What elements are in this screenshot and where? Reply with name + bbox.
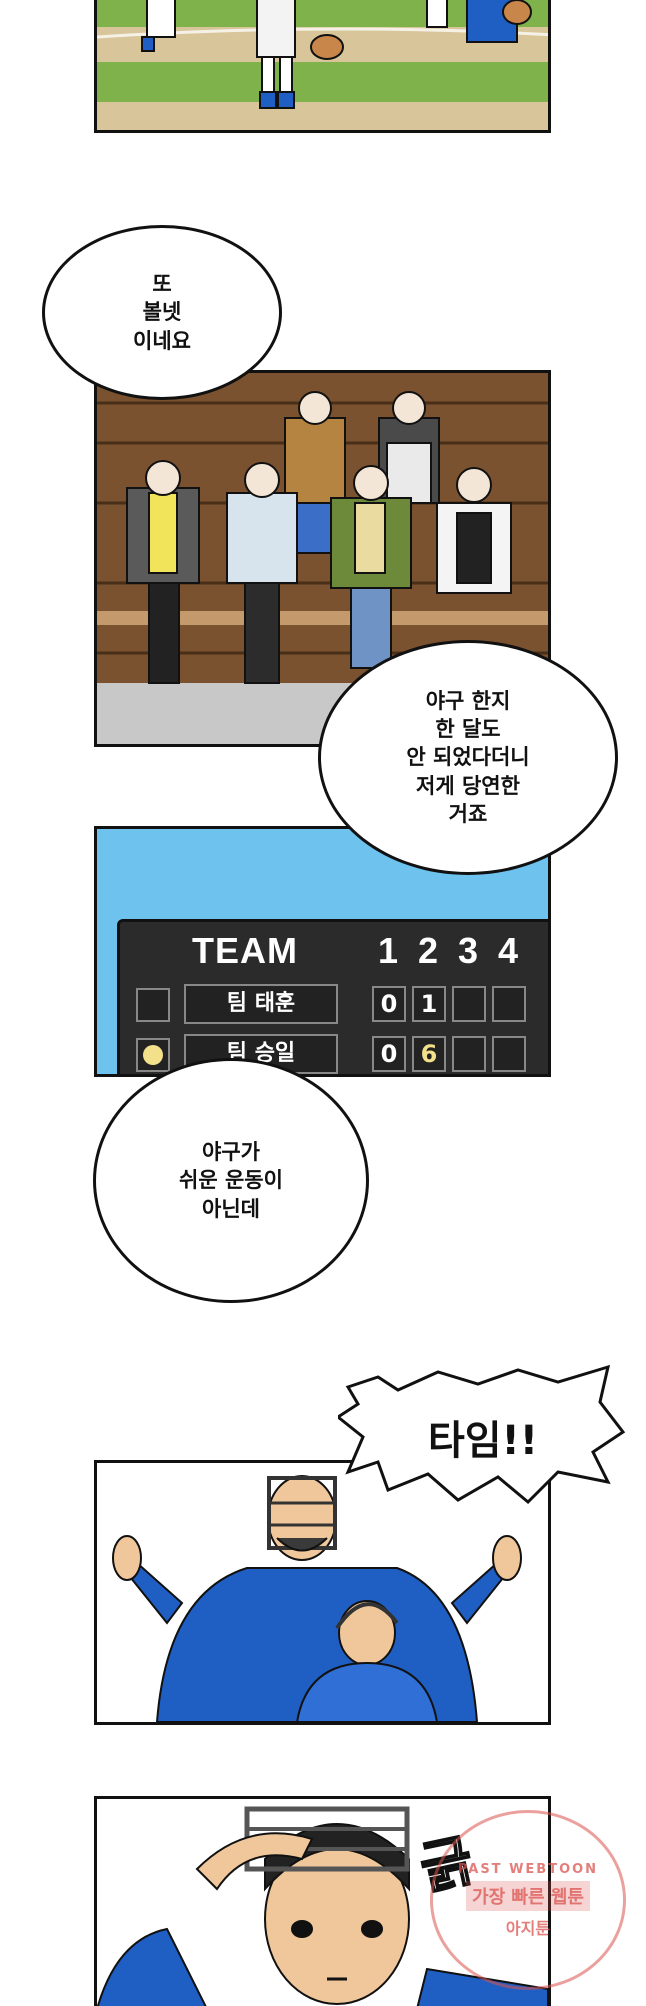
score-cell — [452, 1036, 486, 1072]
scoreboard-header-team: TEAM — [192, 930, 298, 971]
team-name: 팀 태훈 — [184, 984, 338, 1024]
speech-bubble-ball-again: 또 볼넷 이네요 — [42, 225, 282, 400]
score-cell-highlight: 6 — [412, 1036, 446, 1072]
bubble-text: 야구가 쉬운 운동이 아닌데 — [179, 1139, 283, 1221]
bubble-text: 또 볼넷 이네요 — [133, 271, 191, 353]
score-cell: 0 — [372, 986, 406, 1022]
watermark-line-2: 가장 빠른 웹툰 — [466, 1880, 590, 1911]
scoreboard: TEAM 1 2 3 4 팀 태훈 0 1 팀 승일 0 6 — [117, 919, 548, 1074]
watermark-line-3: 아지툰 — [505, 1918, 551, 1938]
catcher-panel — [94, 1460, 551, 1725]
stands-panel — [94, 370, 551, 747]
bubble-text: 야구 한지 한 달도 안 되었다더니 저게 당연한 거죠 — [406, 688, 530, 827]
inning-1-label: 1 — [377, 930, 399, 971]
field-illustration — [97, 0, 548, 130]
team-indicator-light — [136, 988, 170, 1022]
watermark-line-1: PAST WEBTOON — [457, 1861, 599, 1877]
player-figure — [141, 0, 532, 109]
score-cell — [492, 986, 526, 1022]
catcher-illustration — [97, 1463, 548, 1722]
team-row-taehoon: 팀 태훈 0 1 — [120, 984, 548, 1024]
inning-3-label: 3 — [457, 930, 479, 971]
score-cell — [492, 1036, 526, 1072]
spectators-illustration — [97, 373, 548, 744]
watermark-stamp: PAST WEBTOON 가장 빠른 웹툰 아지툰 — [430, 1810, 626, 1990]
shout-bubble-time: 타임!! — [338, 1362, 628, 1512]
inning-4-label: 4 — [497, 930, 519, 971]
score-cell — [452, 986, 486, 1022]
scoreboard-panel: TEAM 1 2 3 4 팀 태훈 0 1 팀 승일 0 6 — [94, 826, 551, 1077]
shout-text: 타임!! — [427, 1418, 539, 1464]
score-cell: 0 — [372, 1036, 406, 1072]
speech-bubble-not-easy: 야구가 쉬운 운동이 아닌데 — [93, 1058, 369, 1303]
score-cell: 1 — [412, 986, 446, 1022]
field-panel — [94, 0, 551, 133]
team-indicator-light — [136, 1038, 170, 1072]
speech-bubble-not-even-month: 야구 한지 한 달도 안 되었다더니 저게 당연한 거죠 — [318, 640, 618, 875]
inning-2-label: 2 — [417, 930, 439, 971]
